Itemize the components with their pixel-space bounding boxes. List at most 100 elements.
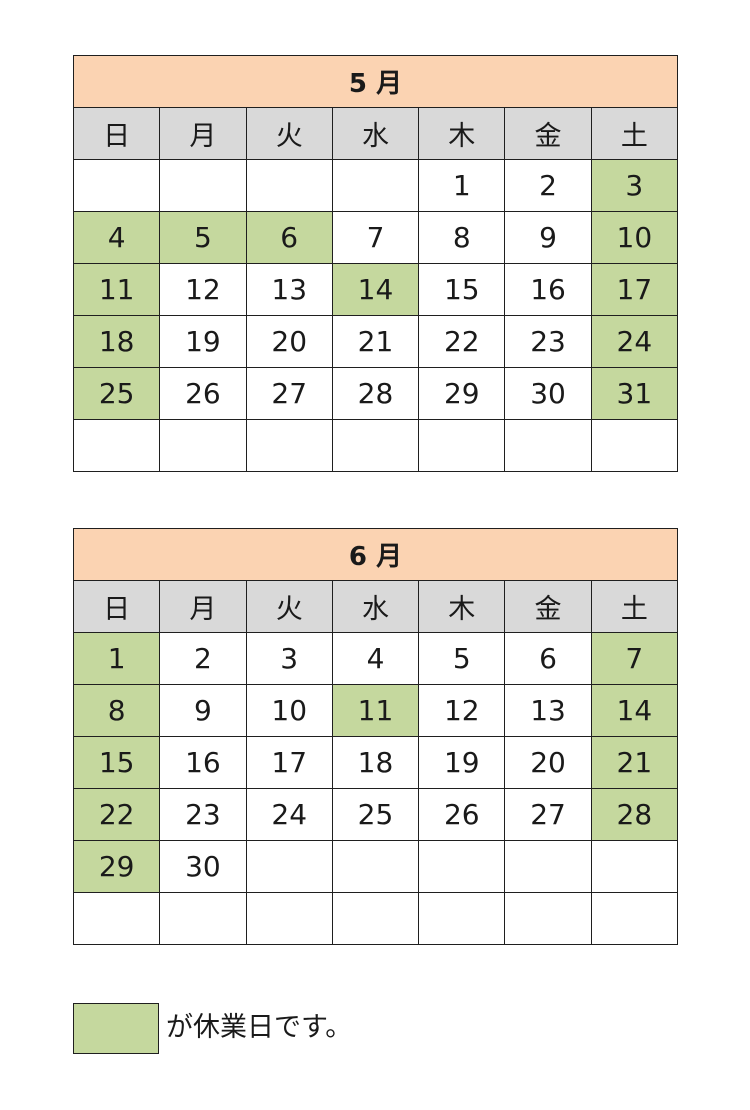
empty-day-cell [331,840,420,893]
day-cell: 10 [245,684,333,737]
empty-day-cell [331,892,420,945]
empty-day-cell [331,419,420,472]
holiday-cell: 8 [72,684,161,737]
holiday-cell: 22 [72,788,161,841]
weekday-wed: 水 [331,107,420,160]
empty-day-cell [72,419,161,472]
holiday-cell: 3 [590,159,679,212]
weekday-fri: 金 [504,580,592,633]
day-cell: 2 [159,632,247,685]
week-row [72,419,679,472]
day-cell: 20 [245,315,333,368]
holiday-cell: 14 [331,263,420,316]
day-cell: 16 [504,263,592,316]
holiday-cell: 29 [72,840,161,893]
weekday-sat: 土 [590,107,679,160]
day-cell: 3 [245,632,333,685]
holiday-cell: 31 [590,367,679,420]
legend-text: が休業日です。 [166,1012,353,1043]
holiday-cell: 15 [72,736,161,789]
day-cell: 27 [504,788,592,841]
day-cell: 30 [159,840,247,893]
day-cell: 24 [245,788,333,841]
holiday-cell: 21 [590,736,679,789]
holiday-cell: 11 [72,263,161,316]
empty-day-cell [590,892,679,945]
empty-day-cell [331,159,420,212]
holiday-cell: 24 [590,315,679,368]
weekday-tue: 火 [245,107,333,160]
weekday-mon: 月 [159,107,247,160]
holiday-cell: 18 [72,315,161,368]
weekday-header-row: 日 月 火 水 木 金 土 [72,580,679,633]
day-cell: 7 [331,211,420,264]
day-cell: 2 [504,159,592,212]
holiday-cell: 4 [72,211,161,264]
day-cell: 22 [418,315,506,368]
empty-day-cell [245,840,333,893]
weekday-header-row: 日 月 火 水 木 金 土 [72,107,679,160]
weekday-thu: 木 [418,107,506,160]
day-cell: 6 [504,632,592,685]
day-cell: 15 [418,263,506,316]
month-title: 5 月 [73,55,678,108]
day-cell: 9 [159,684,247,737]
day-cell: 18 [331,736,420,789]
day-cell: 19 [418,736,506,789]
empty-day-cell [159,419,247,472]
day-cell: 12 [159,263,247,316]
holiday-cell: 10 [590,211,679,264]
day-cell: 13 [245,263,333,316]
day-cell: 5 [418,632,506,685]
day-cell: 12 [418,684,506,737]
empty-day-cell [245,419,333,472]
empty-day-cell [245,159,333,212]
day-cell: 16 [159,736,247,789]
day-cell: 27 [245,367,333,420]
weekday-thu: 木 [418,580,506,633]
week-row [72,892,679,945]
holiday-cell: 14 [590,684,679,737]
empty-day-cell [590,419,679,472]
month-title: 6 月 [73,528,678,581]
day-cell: 23 [504,315,592,368]
day-cell: 21 [331,315,420,368]
day-cell: 23 [159,788,247,841]
holiday-cell: 6 [245,211,333,264]
holiday-cell: 1 [72,632,161,685]
day-cell: 28 [331,367,420,420]
day-cell: 9 [504,211,592,264]
day-cell: 13 [504,684,592,737]
weekday-sat: 土 [590,580,679,633]
holiday-cell: 25 [72,367,161,420]
day-cell: 4 [331,632,420,685]
legend-holiday-swatch [73,1003,159,1054]
weekday-sun: 日 [72,107,161,160]
weekday-tue: 火 [245,580,333,633]
day-cell: 1 [418,159,506,212]
day-cell: 8 [418,211,506,264]
holiday-cell: 7 [590,632,679,685]
day-cell: 17 [245,736,333,789]
holiday-cell: 17 [590,263,679,316]
empty-day-cell [418,419,506,472]
empty-day-cell [72,159,161,212]
empty-day-cell [504,840,592,893]
empty-day-cell [159,892,247,945]
empty-day-cell [418,840,506,893]
weekday-mon: 月 [159,580,247,633]
day-cell: 29 [418,367,506,420]
empty-day-cell [72,892,161,945]
